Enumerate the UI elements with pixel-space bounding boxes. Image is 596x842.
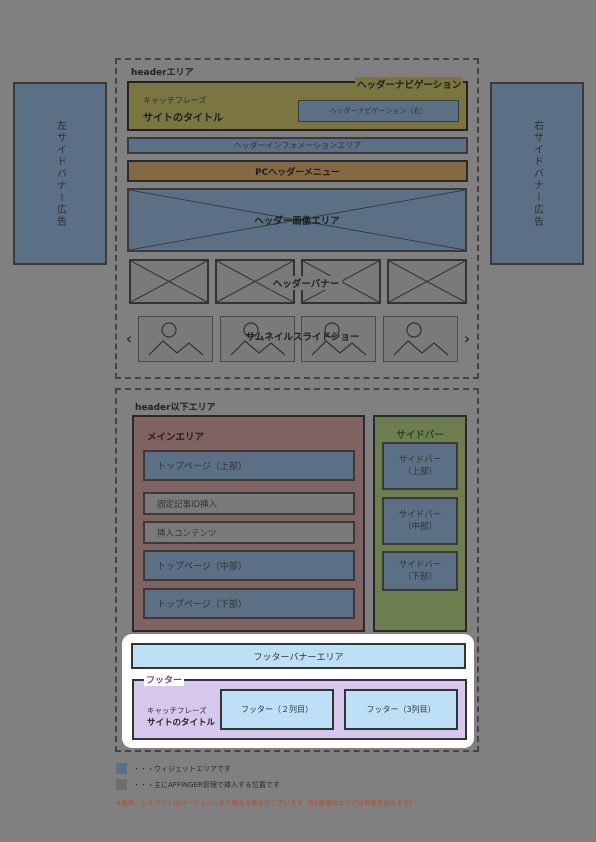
header-banner-4 [387, 259, 467, 304]
header-site-title: サイトのタイトル [143, 113, 223, 124]
header-top-block: キャッチフレーズ サイトのタイトル ヘッダーナビゲーション（右） [127, 81, 468, 131]
sidebar-bottom-label: サイドバー （下部） [398, 560, 442, 582]
footer-site-title: サイトのタイトル [147, 718, 216, 728]
footer-col2-label: フッター（２列目） [241, 705, 313, 714]
fixed-post-insert: 固定記事ID挿入 [143, 492, 355, 515]
below-header-area [115, 388, 479, 752]
sidebar-bottom-widget: サイドバー （下部） [382, 551, 458, 591]
legend-widget-text: ・・・ウィジェットエリアです [133, 765, 231, 773]
slide-thumb-3 [301, 316, 376, 362]
footer-col2: フッター（２列目） [220, 689, 334, 730]
header-area [115, 58, 479, 379]
footer-banner-label: フッターバナーエリア [253, 652, 344, 663]
header-area-label: headerエリア [131, 68, 194, 78]
image-placeholder-icon [311, 322, 367, 356]
legend-note: ※名称・レイアウトはバージョンにより異なる場合がございます（EX専用のエリアは掲… [116, 799, 416, 807]
left-side-banner-label: 左サイドバナー広告 [54, 119, 66, 228]
footer-label: フッター [144, 673, 185, 686]
footer-area: キャッチフレーズ サイトのタイトル フッター（２列目） フッター（3列目） [132, 679, 467, 740]
slide-thumb-4 [383, 316, 458, 362]
legend-affinger-text: ・・・主にAFFINGER管理で挿入する位置です [133, 781, 280, 789]
main-top-widget: トップページ（上部） [143, 450, 355, 481]
insert-content: 挿入コンテンツ [143, 521, 355, 544]
sidebar-label: サイドバー [396, 430, 444, 441]
right-side-banner: 右サイドバナー広告 [490, 82, 584, 265]
sidebar-middle-widget: サイドバー （中部） [382, 497, 458, 545]
slide-thumb-1 [138, 316, 213, 362]
sidebar-middle-label: サイドバー （中部） [398, 510, 442, 532]
right-side-banner-label: 右サイドバナー広告 [531, 119, 543, 228]
main-area-label: メインエリア [147, 432, 205, 443]
fixed-post-label: 固定記事ID挿入 [157, 499, 218, 510]
sidebar-top-widget: サイドバー （上部） [382, 442, 458, 490]
header-catchphrase: キャッチフレーズ [143, 96, 207, 105]
banner-placeholder-icon [131, 261, 207, 302]
main-bottom-widget: トップページ（下部） [143, 588, 355, 619]
header-banner-label: ヘッダーバナー [270, 276, 342, 290]
footer-col3: フッター（3列目） [344, 689, 458, 730]
legend-widget-swatch [116, 763, 127, 774]
main-middle-widget: トップページ（中部） [143, 550, 355, 581]
header-banner-1 [129, 259, 209, 304]
header-nav-right-label: ヘッダーナビゲーション（右） [329, 107, 428, 115]
header-image-placeholder-icon [129, 190, 465, 250]
header-nav-label: ヘッダーナビゲーション [355, 77, 464, 91]
footer-catchphrase: キャッチフレーズ [147, 706, 207, 715]
image-placeholder-icon [393, 322, 449, 356]
image-placeholder-icon [230, 322, 286, 356]
banner-placeholder-icon [389, 261, 465, 302]
header-image-area: ヘッダー画像エリア [127, 188, 467, 252]
image-placeholder-icon [148, 322, 204, 356]
pc-header-menu-label: PCヘッダーメニュー [255, 167, 340, 178]
pc-header-menu: PCヘッダーメニュー [127, 160, 468, 182]
footer-col3-label: フッター（3列目） [366, 705, 436, 714]
main-middle-label: トップページ（中部） [157, 562, 247, 572]
legend-affinger-swatch [116, 779, 127, 790]
main-top-label: トップページ（上部） [157, 462, 247, 472]
header-image-label: ヘッダー画像エリア [254, 216, 340, 227]
header-nav-right: ヘッダーナビゲーション（右） [298, 100, 459, 122]
sidebar-top-label: サイドバー （上部） [398, 455, 442, 477]
below-header-label: header以下エリア [135, 403, 216, 413]
footer-banner-area: フッターバナーエリア [131, 643, 466, 669]
left-side-banner: 左サイドバナー広告 [13, 82, 107, 265]
slide-thumb-2 [220, 316, 295, 362]
slideshow-next-arrow[interactable]: › [463, 328, 471, 348]
slideshow-prev-arrow[interactable]: ‹ [125, 328, 133, 348]
banner-placeholder-icon [217, 261, 293, 302]
header-info-area: ヘッダーインフォメーションエリア [127, 137, 468, 154]
main-bottom-label: トップページ（下部） [157, 600, 247, 610]
header-info-label: ヘッダーインフォメーションエリア [233, 141, 362, 150]
insert-content-label: 挿入コンテンツ [157, 528, 217, 539]
slideshow-label: サムネイルスライドショー [245, 332, 360, 343]
